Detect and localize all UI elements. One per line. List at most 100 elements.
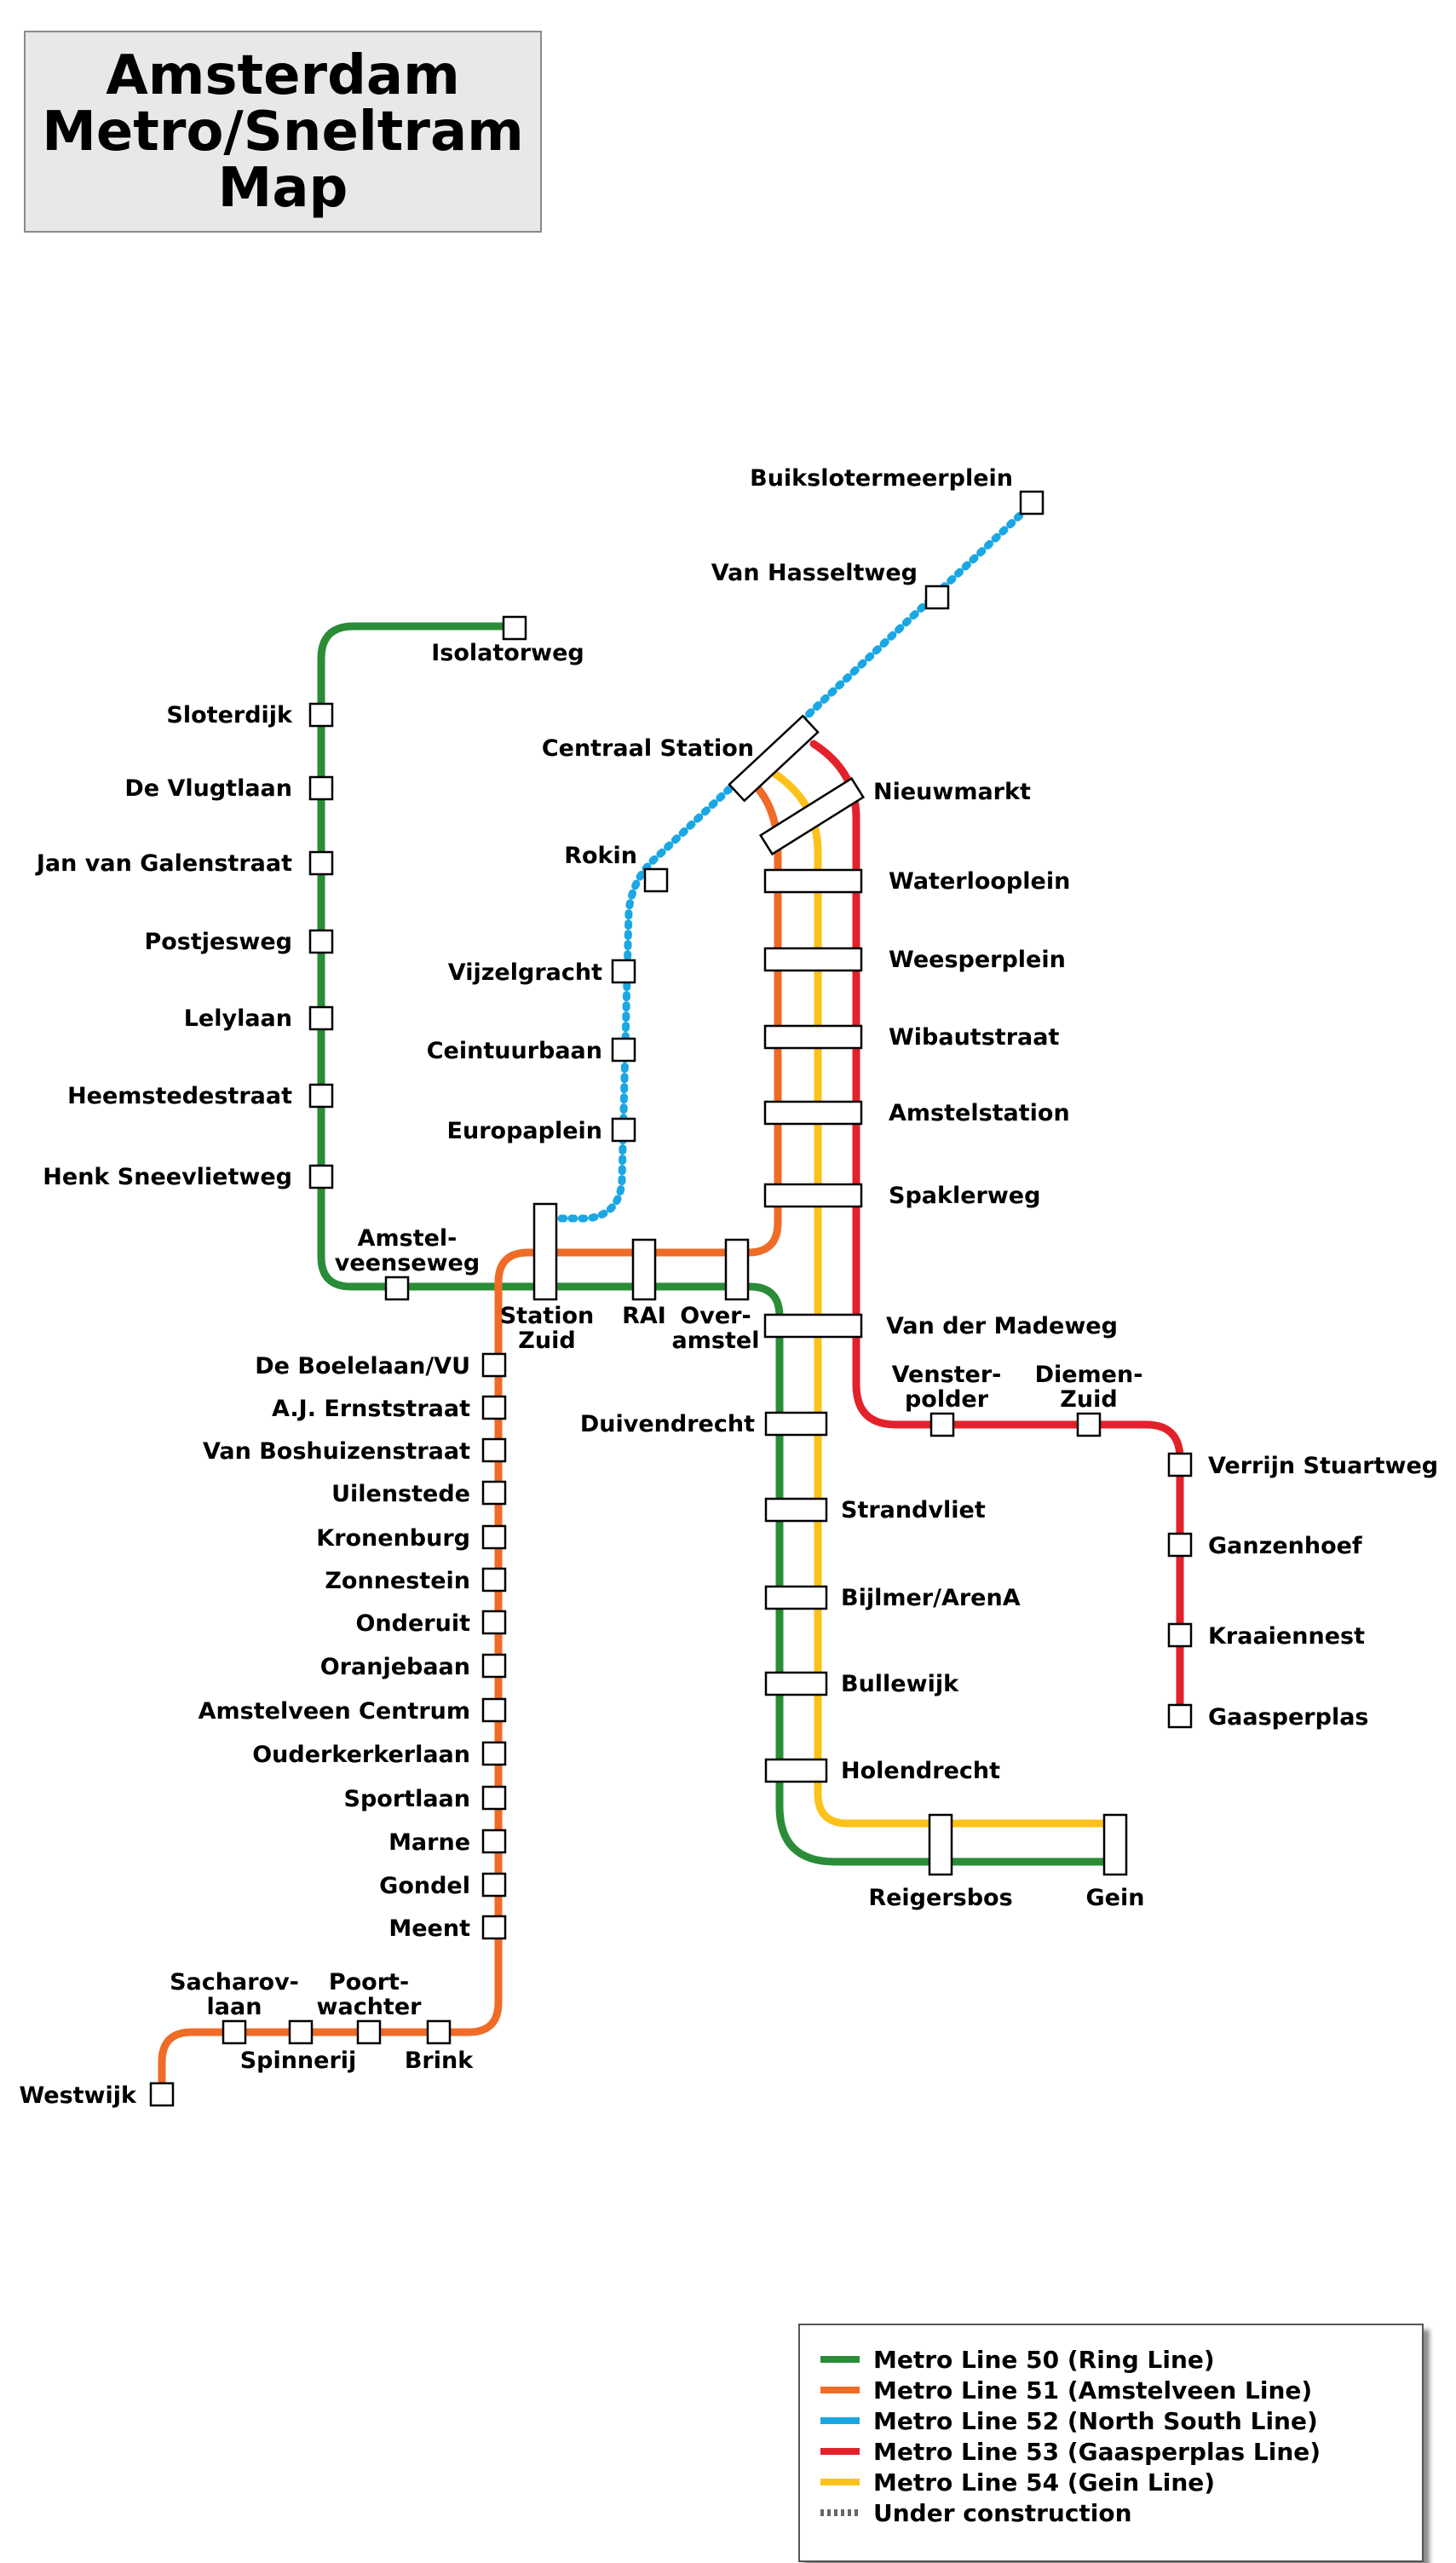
station-marker-weesperplein[interactable] bbox=[763, 947, 863, 972]
station-marker-vijzelgracht[interactable] bbox=[611, 959, 636, 984]
station-marker-holendrecht[interactable] bbox=[764, 1758, 828, 1783]
station-marker-meent[interactable] bbox=[481, 1915, 507, 1940]
station-label-heemstedestraat: Heemstedestraat bbox=[67, 1083, 292, 1109]
station-marker-rai[interactable] bbox=[631, 1238, 657, 1301]
station-label-gein: Gein bbox=[1086, 1885, 1145, 1911]
station-marker-amstelveen-centrum[interactable] bbox=[481, 1697, 507, 1723]
station-label-weesperplein: Weesperplein bbox=[889, 947, 1066, 973]
station-marker-oranjebaan[interactable] bbox=[481, 1653, 507, 1679]
station-marker-heemstedestraat[interactable] bbox=[308, 1083, 334, 1109]
station-marker-gondel[interactable] bbox=[481, 1872, 507, 1898]
station-marker-van-boshuizenstraat[interactable] bbox=[481, 1437, 507, 1463]
station-marker-amstelstation[interactable] bbox=[763, 1100, 863, 1126]
station-marker-sloterdijk[interactable] bbox=[308, 702, 334, 728]
station-label-gaasperplas: Gaasperplas bbox=[1208, 1704, 1369, 1731]
station-marker-henk-sneevlietweg[interactable] bbox=[308, 1164, 334, 1189]
station-marker-gaasperplas[interactable] bbox=[1167, 1703, 1193, 1729]
station-marker-bijlmer-arena[interactable] bbox=[764, 1585, 828, 1610]
line-54-route bbox=[767, 767, 1122, 1828]
station-marker-centraal-station[interactable] bbox=[728, 714, 820, 803]
station-marker-waterlooplein[interactable] bbox=[763, 868, 863, 894]
station-marker-onderuit[interactable] bbox=[481, 1610, 507, 1635]
station-label-buikslotermeerplein: Buikslotermeerplein bbox=[750, 465, 1013, 492]
legend-item-line-53: Metro Line 53 (Gaasperplas Line) bbox=[820, 2436, 1422, 2467]
legend-label-line-54: Metro Line 54 (Gein Line) bbox=[873, 2468, 1216, 2497]
station-marker-reigersbos[interactable] bbox=[928, 1813, 953, 1876]
station-marker-amstelveenseweg[interactable] bbox=[384, 1276, 410, 1301]
station-marker-marne[interactable] bbox=[481, 1829, 507, 1854]
station-label-sportlaan: Sportlaan bbox=[344, 1786, 470, 1812]
station-marker-van-der-madeweg[interactable] bbox=[763, 1313, 863, 1339]
station-label-ceintuurbaan: Ceintuurbaan bbox=[427, 1038, 602, 1064]
station-marker-de-vlugtlaan[interactable] bbox=[308, 775, 334, 801]
station-marker-bullewijk[interactable] bbox=[764, 1671, 828, 1696]
station-marker-postjesweg[interactable] bbox=[308, 929, 334, 954]
station-label-ganzenhoef: Ganzenhoef bbox=[1208, 1533, 1362, 1559]
station-label-uilenstede: Uilenstede bbox=[331, 1481, 470, 1507]
station-label-meent: Meent bbox=[388, 1915, 470, 1942]
station-marker-kraaiennest[interactable] bbox=[1167, 1622, 1193, 1648]
station-marker-europaplein[interactable] bbox=[611, 1117, 636, 1143]
station-marker-verrijn-stuartweg[interactable] bbox=[1167, 1452, 1193, 1477]
station-label-strandvliet: Strandvliet bbox=[841, 1497, 986, 1523]
station-marker-westwijk[interactable] bbox=[149, 2082, 175, 2107]
legend-swatch-line-53 bbox=[820, 2448, 860, 2455]
station-label-sacharovlaan-1: Sacharov- bbox=[170, 1969, 299, 1996]
station-marker-venserpolder[interactable] bbox=[929, 1412, 955, 1437]
legend-label-line-52: Metro Line 52 (North South Line) bbox=[873, 2406, 1318, 2435]
station-label-kraaiennest: Kraaiennest bbox=[1208, 1623, 1365, 1650]
station-label-zonnestein: Zonnestein bbox=[325, 1568, 470, 1594]
station-marker-wibautstraat[interactable] bbox=[763, 1024, 863, 1050]
station-marker-overamstel[interactable] bbox=[724, 1238, 750, 1301]
station-marker-diemen-zuid[interactable] bbox=[1076, 1412, 1102, 1437]
station-marker-strandvliet[interactable] bbox=[764, 1497, 828, 1523]
legend-label-line-50: Metro Line 50 (Ring Line) bbox=[873, 2345, 1215, 2374]
station-label-reigersbos: Reigersbos bbox=[868, 1885, 1012, 1911]
station-label-gondel: Gondel bbox=[379, 1873, 470, 1899]
station-marker-ouderkerkerlaan[interactable] bbox=[481, 1741, 507, 1766]
station-label-poortwachter-2: wachter bbox=[317, 1994, 423, 2020]
legend-swatch-line-52 bbox=[820, 2417, 860, 2424]
station-marker-sacharovlaan[interactable] bbox=[222, 2019, 247, 2045]
station-label-centraal-station: Centraal Station bbox=[542, 735, 754, 762]
station-marker-rokin[interactable] bbox=[643, 867, 669, 893]
station-marker-buikslotermeerplein[interactable] bbox=[1019, 490, 1045, 515]
legend-item-line-52: Metro Line 52 (North South Line) bbox=[820, 2405, 1422, 2436]
station-marker-brink[interactable] bbox=[426, 2019, 452, 2045]
legend-label-line-51: Metro Line 51 (Amstelveen Line) bbox=[873, 2376, 1313, 2405]
station-marker-uilenstede[interactable] bbox=[481, 1480, 507, 1506]
station-marker-aj-ernststraat[interactable] bbox=[481, 1395, 507, 1420]
station-marker-ganzenhoef[interactable] bbox=[1167, 1532, 1193, 1558]
station-label-jan-van-galenstraat: Jan van Galenstraat bbox=[35, 850, 292, 877]
station-marker-lelylaan[interactable] bbox=[308, 1005, 334, 1031]
station-label-westwijk: Westwijk bbox=[19, 2082, 137, 2109]
station-label-onderuit: Onderuit bbox=[355, 1610, 470, 1637]
station-marker-jan-van-galenstraat[interactable] bbox=[308, 850, 334, 876]
station-marker-zonnestein[interactable] bbox=[481, 1567, 507, 1593]
station-label-van-boshuizenstraat: Van Boshuizenstraat bbox=[203, 1438, 470, 1465]
station-marker-van-hasseltweg[interactable] bbox=[924, 585, 950, 610]
station-marker-de-boelelaan-vu[interactable] bbox=[481, 1352, 507, 1378]
legend-swatch-line-54 bbox=[820, 2479, 860, 2485]
station-marker-sportlaan[interactable] bbox=[481, 1785, 507, 1811]
station-label-marne: Marne bbox=[388, 1829, 470, 1856]
station-marker-ceintuurbaan[interactable] bbox=[611, 1037, 636, 1063]
station-label-postjesweg: Postjesweg bbox=[144, 929, 292, 955]
station-label-isolatorweg: Isolatorweg bbox=[431, 640, 584, 666]
station-label-kronenburg: Kronenburg bbox=[316, 1525, 470, 1552]
station-marker-spinnerij[interactable] bbox=[288, 2019, 314, 2045]
station-marker-nieuwmarkt[interactable] bbox=[758, 776, 866, 856]
station-marker-station-zuid[interactable] bbox=[532, 1202, 558, 1301]
station-label-overamstel-1: Over- bbox=[680, 1303, 751, 1329]
station-marker-duivendrecht[interactable] bbox=[764, 1411, 828, 1437]
station-label-spaklerweg: Spaklerweg bbox=[889, 1183, 1040, 1209]
station-label-rokin: Rokin bbox=[564, 843, 637, 869]
station-marker-gein[interactable] bbox=[1102, 1813, 1128, 1876]
legend-item-under-construction: Under construction bbox=[820, 2497, 1422, 2528]
station-marker-spaklerweg[interactable] bbox=[763, 1183, 863, 1208]
station-marker-kronenburg[interactable] bbox=[481, 1524, 507, 1550]
station-label-poortwachter-1: Poort- bbox=[329, 1969, 409, 1996]
station-marker-poortwachter[interactable] bbox=[356, 2019, 382, 2045]
station-marker-isolatorweg[interactable] bbox=[502, 615, 527, 641]
station-label-de-vlugtlaan: De Vlugtlaan bbox=[124, 775, 292, 802]
